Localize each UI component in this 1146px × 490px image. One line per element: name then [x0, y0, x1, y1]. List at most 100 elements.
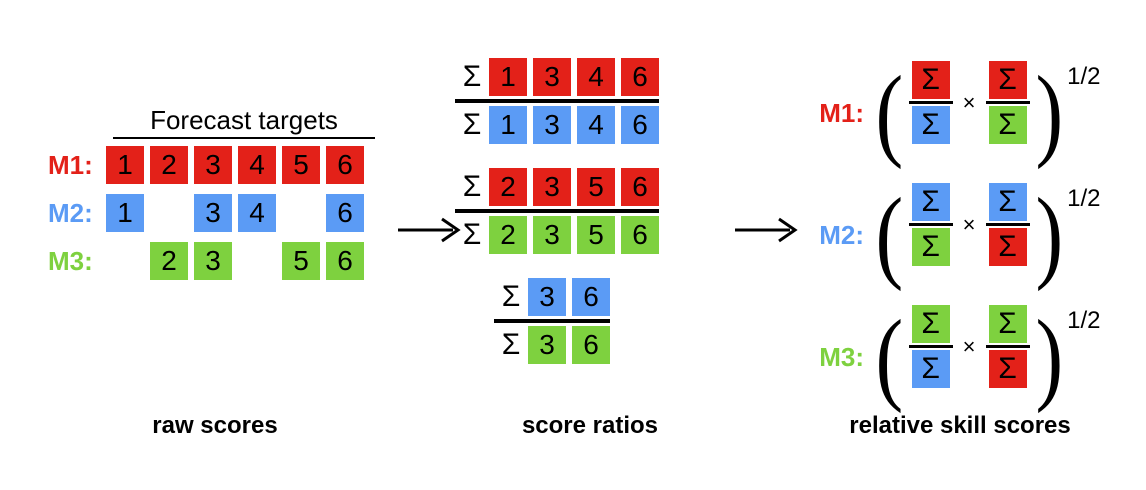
arrow-ratios-to-skill: [735, 215, 801, 245]
left-parenthesis: (: [875, 55, 904, 171]
model-label-2: M3:: [48, 245, 93, 276]
score-cell: 3: [528, 326, 566, 364]
mini-fraction-bar: [908, 101, 953, 104]
arrow-raw-to-ratios: [398, 215, 464, 245]
forecast-targets-heading: Forecast targets: [113, 105, 375, 139]
sigma-symbol: Σ: [501, 280, 521, 313]
score-cell: 3: [528, 278, 566, 316]
score-cell: Σ: [911, 61, 950, 99]
score-cell: 3: [533, 168, 571, 206]
score-cell: 2: [489, 168, 527, 206]
sigma-symbol: Σ: [462, 108, 482, 141]
score-cell: 5: [282, 146, 320, 184]
exponent-one-half: 1/2: [1067, 63, 1101, 90]
score-cell: 3: [533, 216, 571, 254]
caption-relative-skill-scores: relative skill scores: [849, 412, 1071, 439]
left-parenthesis: (: [875, 299, 904, 415]
right-parenthesis: ): [1034, 299, 1063, 415]
skill-model-label-2: M3:: [819, 341, 864, 372]
sigma-symbol: Σ: [462, 60, 482, 93]
score-cell: Σ: [988, 228, 1027, 266]
score-cell: 4: [577, 106, 615, 144]
score-cell: Σ: [911, 228, 950, 266]
score-cell: 6: [326, 194, 364, 232]
score-cell: Σ: [911, 183, 950, 221]
fraction-bar: [494, 319, 610, 323]
score-cell: 2: [489, 216, 527, 254]
score-cell: 2: [150, 146, 188, 184]
exponent-one-half: 1/2: [1067, 307, 1101, 334]
score-cell: 4: [238, 194, 276, 232]
score-cell: 6: [572, 278, 610, 316]
score-cell: 6: [572, 326, 610, 364]
score-cell: Σ: [911, 106, 950, 144]
score-cell: Σ: [911, 305, 950, 343]
score-cell: 3: [194, 242, 232, 280]
score-cell: 4: [238, 146, 276, 184]
sigma-symbol: Σ: [462, 170, 482, 203]
score-cell: 6: [326, 146, 364, 184]
caption-score-ratios: score ratios: [521, 412, 659, 439]
score-cell: 6: [621, 58, 659, 96]
right-parenthesis: ): [1034, 177, 1063, 293]
score-cell: 3: [194, 194, 232, 232]
sigma-symbol: Σ: [501, 328, 521, 361]
exponent-one-half: 1/2: [1067, 185, 1101, 212]
score-cell: 3: [533, 106, 571, 144]
score-cell: 1: [106, 146, 144, 184]
score-cell: 5: [577, 168, 615, 206]
skill-model-label-1: M2:: [819, 219, 864, 250]
model-label-0: M1:: [48, 149, 93, 180]
mini-fraction-bar: [985, 345, 1030, 348]
score-cell: Σ: [988, 305, 1027, 343]
score-cell: 3: [194, 146, 232, 184]
score-cell-empty: [150, 194, 188, 232]
score-cell: 5: [282, 242, 320, 280]
fraction-bar: [455, 99, 659, 103]
right-parenthesis: ): [1034, 55, 1063, 171]
model-label-1: M2:: [48, 197, 93, 228]
left-parenthesis: (: [875, 177, 904, 293]
mini-fraction-bar: [908, 223, 953, 226]
score-cell: Σ: [988, 183, 1027, 221]
score-cell: 1: [489, 106, 527, 144]
score-cell-empty: [282, 194, 320, 232]
score-cell: Σ: [988, 61, 1027, 99]
